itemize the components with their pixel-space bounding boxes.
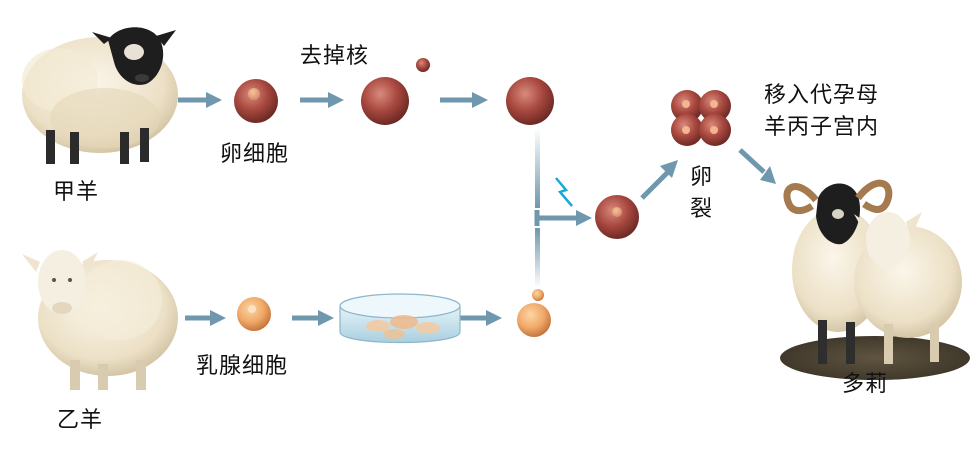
label-dolly: 多莉 xyxy=(842,372,889,397)
surrogate-and-dolly-image xyxy=(780,179,970,380)
electric-spark-icon xyxy=(555,177,573,207)
petri-dish xyxy=(339,293,461,344)
fused-cell xyxy=(595,195,639,239)
fusion-connector xyxy=(534,128,592,288)
label-sheep-b: 乙羊 xyxy=(57,408,104,433)
arrow-mammary-to-dish xyxy=(292,310,334,326)
arrow-enucleate-to-empty-egg xyxy=(440,92,488,108)
label-mammary-cell: 乳腺细胞 xyxy=(196,354,289,379)
enucleated-egg xyxy=(361,77,409,125)
label-sheep-a: 甲羊 xyxy=(53,180,100,205)
label-egg-cell: 卵细胞 xyxy=(220,142,290,167)
label-cleavage-char1: 卵 xyxy=(689,165,712,190)
arrow-cleavage-to-surrogate xyxy=(738,148,776,184)
label-cleavage: 卵 裂 xyxy=(688,162,714,226)
sheep-b-image xyxy=(22,250,178,390)
label-cleavage-char2: 裂 xyxy=(689,197,712,222)
mammary-nucleus-transfer xyxy=(517,289,551,337)
mammary-cell xyxy=(237,297,271,331)
arrow-sheep-b-to-mammary xyxy=(185,310,226,326)
label-enucleate: 去掉核 xyxy=(300,44,370,69)
sheep-a-image xyxy=(22,27,178,164)
arrow-dish-to-nucleus xyxy=(460,310,502,326)
arrow-fused-to-cleavage xyxy=(640,160,678,200)
arrow-egg-to-enucleate xyxy=(300,92,344,108)
label-implant: 移入代孕母 羊丙子宫内 xyxy=(764,80,879,144)
empty-egg-cell xyxy=(506,77,554,125)
egg-cell xyxy=(234,79,278,123)
removed-nucleus xyxy=(416,58,430,72)
label-implant-line2: 羊丙子宫内 xyxy=(764,115,880,140)
arrow-sheep-a-to-egg xyxy=(178,92,222,108)
cleaving-embryo xyxy=(671,90,731,146)
label-implant-line1: 移入代孕母 xyxy=(764,83,880,108)
